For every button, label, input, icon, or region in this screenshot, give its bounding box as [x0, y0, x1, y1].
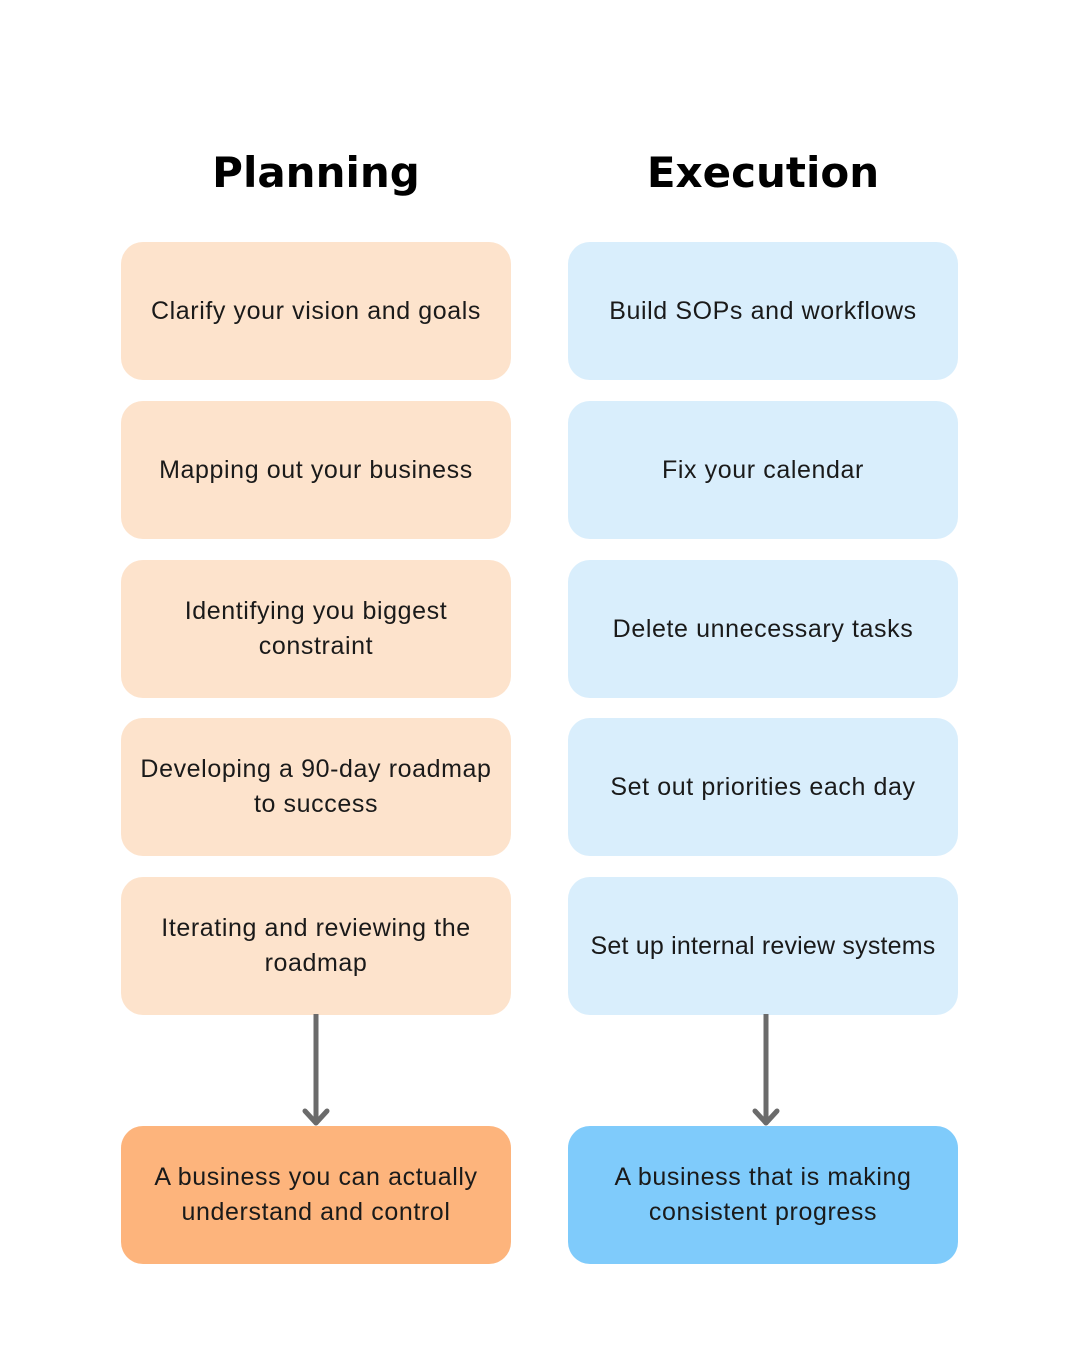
- execution-down-arrow-icon: [752, 1014, 780, 1126]
- execution-heading: Execution: [646, 148, 880, 197]
- planning-step-4: Developing a 90-day roadmap to success: [121, 718, 511, 856]
- planning-step-3: Identifying you biggest constraint: [121, 560, 511, 698]
- execution-step-1-label: Build SOPs and workflows: [609, 296, 917, 325]
- planning-step-2-label: Mapping out your business: [159, 455, 473, 484]
- planning-heading: Planning: [212, 148, 420, 197]
- planning-down-arrow-icon: [302, 1014, 330, 1126]
- planning-step-1: Clarify your vision and goals: [121, 242, 511, 380]
- execution-step-2-label: Fix your calendar: [662, 455, 864, 484]
- planning-step-1-label: Clarify your vision and goals: [150, 296, 482, 325]
- planning-step-2: Mapping out your business: [121, 401, 511, 539]
- execution-step-5-label: Set up internal review systems: [590, 931, 936, 960]
- execution-step-3: Delete unnecessary tasks: [568, 560, 958, 698]
- planning-outcome: A business you can actually understand a…: [121, 1126, 511, 1264]
- execution-step-5: Set up internal review systems: [568, 877, 958, 1015]
- planning-step-5-label: Iterating and reviewing the roadmap: [161, 914, 471, 977]
- execution-step-4-label: Set out priorities each day: [610, 772, 916, 801]
- planning-outcome-label: A business you can actually understand a…: [154, 1163, 478, 1226]
- planning-step-3-label: Identifying you biggest constraint: [184, 597, 448, 660]
- execution-outcome-label: A business that is making consistent pro…: [614, 1163, 912, 1226]
- execution-step-1: Build SOPs and workflows: [568, 242, 958, 380]
- execution-step-2: Fix your calendar: [568, 401, 958, 539]
- planning-step-4-label: Developing a 90-day roadmap to success: [140, 755, 492, 818]
- execution-step-3-label: Delete unnecessary tasks: [612, 614, 914, 643]
- planning-step-5: Iterating and reviewing the roadmap: [121, 877, 511, 1015]
- execution-step-4: Set out priorities each day: [568, 718, 958, 856]
- execution-outcome: A business that is making consistent pro…: [568, 1126, 958, 1264]
